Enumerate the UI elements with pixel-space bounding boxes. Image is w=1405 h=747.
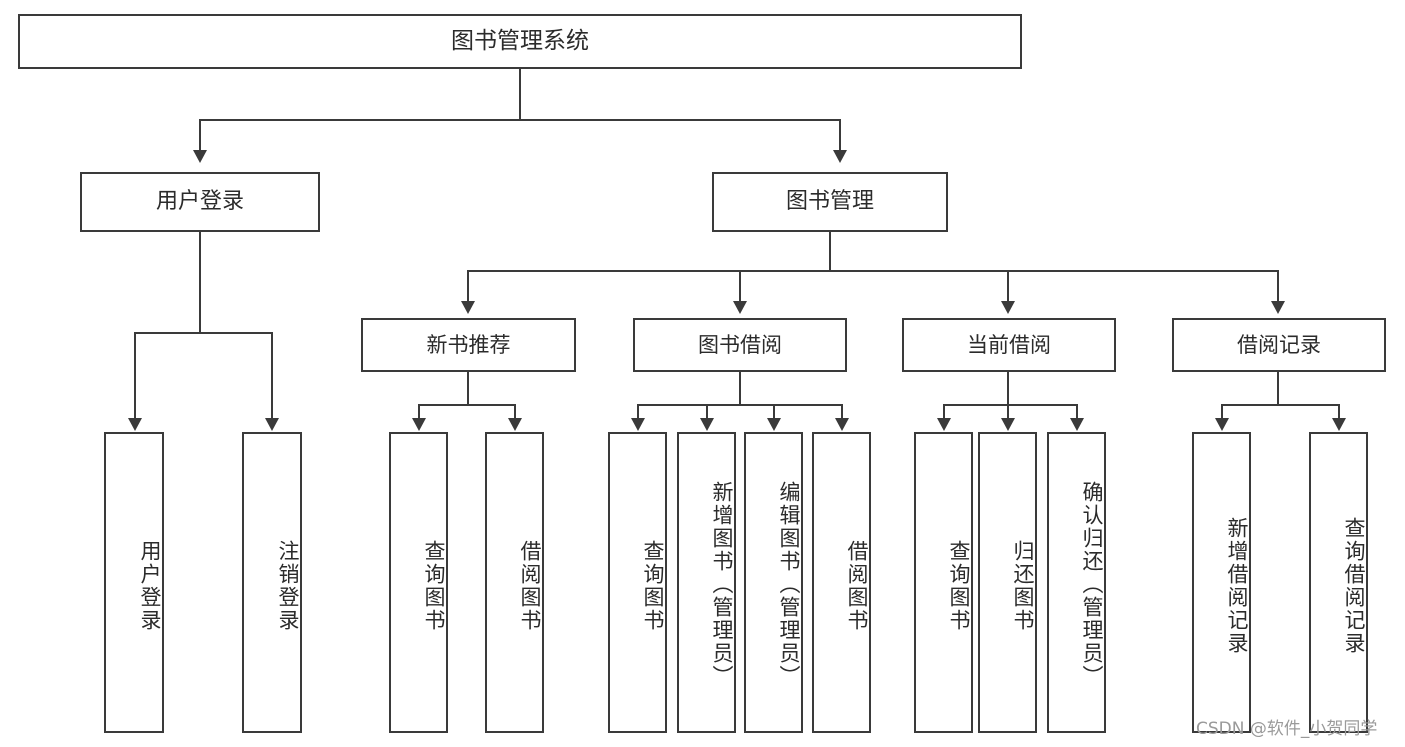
arrowhead-to-book-borrow (733, 301, 747, 314)
connector-book-borrow-drop-2 (706, 404, 708, 420)
leaf-borrow-book-borrowing[interactable]: 借阅图书 (812, 432, 871, 733)
connector-book-manage-stem (829, 232, 831, 272)
leaf-add-book-admin[interactable]: 新增图书（管理员） (677, 432, 736, 733)
connector-book-borrow-drop-4 (841, 404, 843, 420)
node-book-borrowing[interactable]: 图书借阅 (633, 318, 847, 372)
arrowhead-to-borrow-record (1271, 301, 1285, 314)
node-label: 用户登录 (155, 189, 244, 215)
connector-borrow-record-bus (1221, 404, 1340, 406)
leaf-edit-book-admin[interactable]: 编辑图书（管理员） (744, 432, 803, 733)
leaf-query-book-recommendation[interactable]: 查询图书 (389, 432, 448, 733)
connector-book-borrow-drop-3 (773, 404, 775, 420)
node-label: 确认归还（管理员） (1080, 481, 1104, 688)
connector-new-book-rec-stem (467, 372, 469, 406)
node-label: 归还图书 (1011, 539, 1035, 632)
node-label: 借阅记录 (1237, 332, 1321, 357)
leaf-user-login[interactable]: 用户登录 (104, 432, 164, 733)
connector-borrow-record-stem (1277, 372, 1279, 406)
leaf-add-borrow-record[interactable]: 新增借阅记录 (1192, 432, 1251, 733)
connector-book-borrow-stem (739, 372, 741, 406)
leaf-borrow-book-recommendation[interactable]: 借阅图书 (485, 432, 544, 733)
node-label: 图书管理 (785, 189, 874, 215)
connector-current-borrow-drop-2 (1007, 404, 1009, 420)
connector-root-drop-left (199, 119, 201, 151)
arrowhead-to-user-login (193, 150, 207, 163)
arrowhead-to-leaf-add-book (700, 418, 714, 431)
connector-book-manage-drop-1 (467, 270, 469, 302)
node-label: 新增图书（管理员） (710, 481, 734, 688)
leaf-query-book-borrowing[interactable]: 查询图书 (608, 432, 667, 733)
node-root-book-management-system[interactable]: 图书管理系统 (18, 14, 1022, 69)
arrowhead-to-leaf-add-record (1215, 418, 1229, 431)
connector-user-login-bus (134, 332, 272, 334)
connector-book-manage-drop-2 (739, 270, 741, 302)
connector-book-manage-drop-4 (1277, 270, 1279, 302)
connector-root-bus (199, 119, 841, 121)
arrowhead-to-leaf-query-book-2 (631, 418, 645, 431)
connector-current-borrow-drop-1 (943, 404, 945, 420)
node-borrowing-record[interactable]: 借阅记录 (1172, 318, 1386, 372)
node-label: 查询图书 (947, 539, 971, 632)
connector-book-borrow-drop-1 (637, 404, 639, 420)
arrowhead-to-leaf-return-book (1001, 418, 1015, 431)
node-label: 借阅图书 (518, 539, 542, 632)
connector-book-manage-bus (467, 270, 1279, 272)
connector-user-login-stem (199, 232, 201, 333)
connector-root-stem (519, 69, 521, 120)
node-label: 用户登录 (138, 539, 162, 632)
node-user-login[interactable]: 用户登录 (80, 172, 320, 232)
node-book-manage[interactable]: 图书管理 (712, 172, 948, 232)
arrowhead-to-leaf-borrow-book-1 (508, 418, 522, 431)
connector-current-borrow-drop-3 (1076, 404, 1078, 420)
connector-new-book-rec-bus (418, 404, 516, 406)
connector-current-borrow-stem (1007, 372, 1009, 406)
node-label: 新书推荐 (426, 332, 511, 357)
arrowhead-to-book-manage (833, 150, 847, 163)
arrowhead-to-current-borrow (1001, 301, 1015, 314)
connector-current-borrow-bus (943, 404, 1078, 406)
connector-book-manage-drop-3 (1007, 270, 1009, 302)
node-label: 借阅图书 (845, 539, 869, 632)
arrowhead-to-leaf-query-book-1 (412, 418, 426, 431)
arrowhead-to-leaf-query-record (1332, 418, 1346, 431)
arrowhead-to-leaf-edit-book (767, 418, 781, 431)
node-label: 编辑图书（管理员） (777, 481, 801, 688)
connector-borrow-record-drop-2 (1338, 404, 1340, 420)
node-label: 注销登录 (276, 539, 300, 632)
connector-new-book-rec-drop-2 (514, 404, 516, 420)
connector-root-drop-right (839, 119, 841, 151)
arrowhead-to-leaf-borrow-book-2 (835, 418, 849, 431)
arrowhead-to-leaf-logout (265, 418, 279, 431)
connector-borrow-record-drop-1 (1221, 404, 1223, 420)
arrowhead-to-leaf-user-login (128, 418, 142, 431)
node-label: 图书借阅 (698, 332, 782, 357)
node-label: 新增借阅记录 (1225, 516, 1249, 655)
connector-book-borrow-bus (637, 404, 843, 406)
connector-user-login-drop-1 (134, 332, 136, 420)
node-new-book-recommendation[interactable]: 新书推荐 (361, 318, 576, 372)
leaf-query-book-current[interactable]: 查询图书 (914, 432, 973, 733)
leaf-query-borrow-record[interactable]: 查询借阅记录 (1309, 432, 1368, 733)
node-label: 查询借阅记录 (1342, 516, 1366, 655)
arrowhead-to-new-book-rec (461, 301, 475, 314)
connector-user-login-drop-2 (271, 332, 273, 420)
leaf-return-book[interactable]: 归还图书 (978, 432, 1037, 733)
node-current-borrowing[interactable]: 当前借阅 (902, 318, 1116, 372)
node-label: 当前借阅 (967, 332, 1051, 357)
node-label: 查询图书 (641, 539, 665, 632)
leaf-confirm-return-admin[interactable]: 确认归还（管理员） (1047, 432, 1106, 733)
arrowhead-to-leaf-query-book-3 (937, 418, 951, 431)
node-label: 查询图书 (422, 539, 446, 632)
node-label: 图书管理系统 (451, 28, 589, 55)
arrowhead-to-leaf-confirm-return (1070, 418, 1084, 431)
connector-new-book-rec-drop-1 (418, 404, 420, 420)
leaf-logout-login[interactable]: 注销登录 (242, 432, 302, 733)
